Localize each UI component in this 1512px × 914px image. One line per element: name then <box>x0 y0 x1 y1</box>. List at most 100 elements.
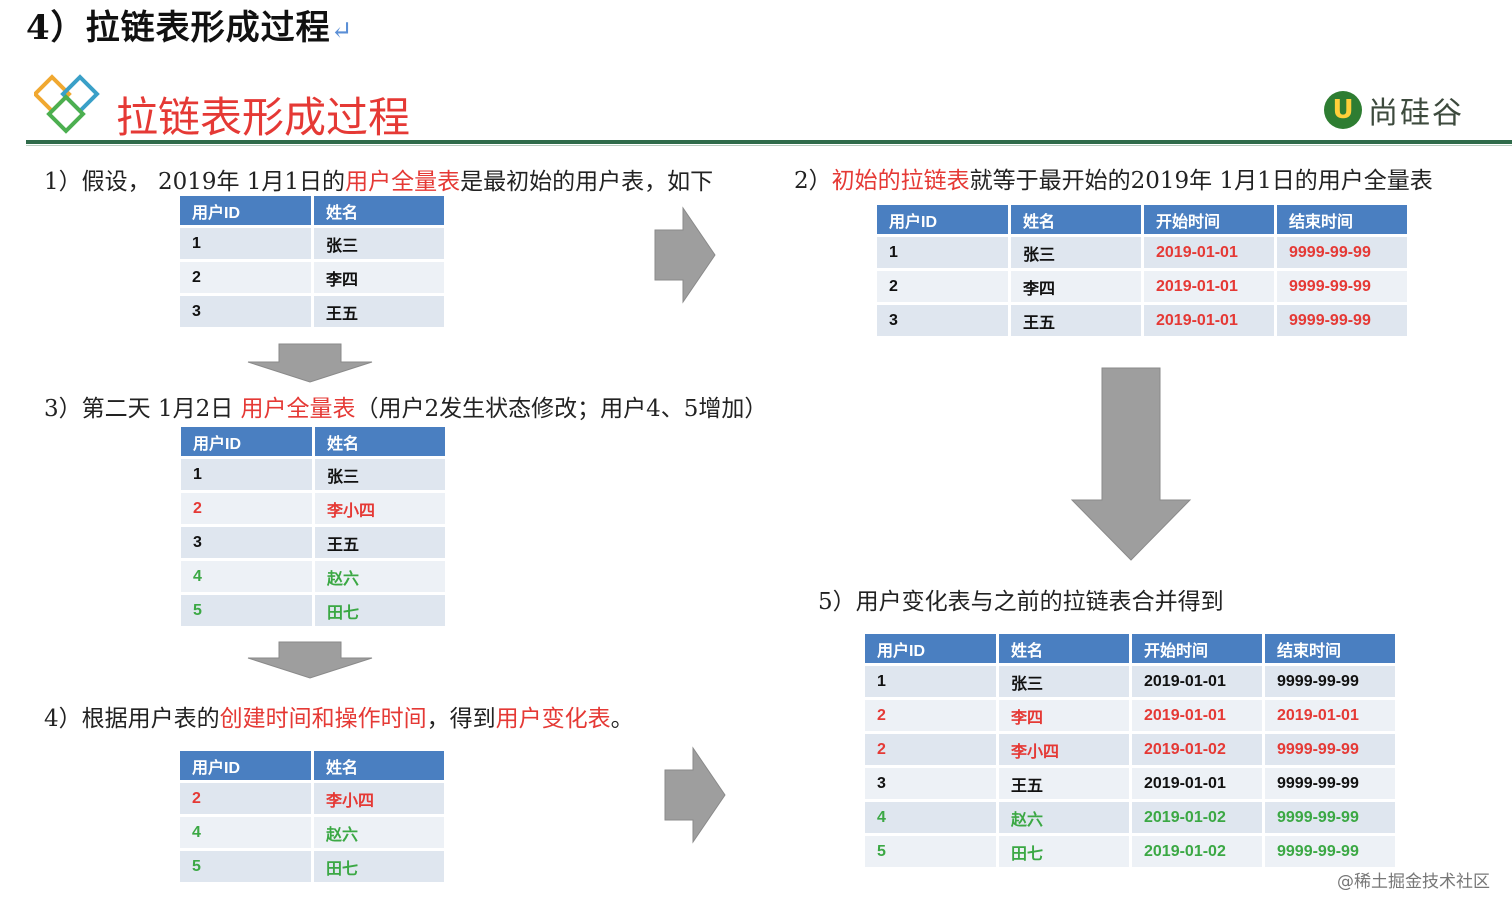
cell-id: 1 <box>181 459 312 490</box>
table2-header-start: 开始时间 <box>1144 205 1274 234</box>
table5-header-start: 开始时间 <box>1132 634 1262 663</box>
cell-name: 赵六 <box>314 817 444 848</box>
cell-name: 李小四 <box>999 734 1129 765</box>
cell-start: 2019-01-02 <box>1132 734 1262 765</box>
cell-name: 田七 <box>315 595 445 626</box>
step3-highlight: 用户全量表 <box>240 396 356 422</box>
cell-id: 2 <box>180 262 311 293</box>
cell-end: 9999-99-99 <box>1265 734 1395 765</box>
cell-name: 张三 <box>1011 237 1141 268</box>
cell-end: 2019-01-01 <box>1265 700 1395 731</box>
diamond-logo-icon <box>34 74 100 134</box>
cell-name: 王五 <box>1011 305 1141 336</box>
cell-id: 3 <box>865 768 996 799</box>
cell-start: 2019-01-01 <box>1144 305 1274 336</box>
table3-header-id: 用户ID <box>181 427 312 456</box>
cell-end: 9999-99-99 <box>1265 836 1395 867</box>
table5-header-name: 姓名 <box>999 634 1129 663</box>
cell-start: 2019-01-01 <box>1132 768 1262 799</box>
table5-header-end: 结束时间 <box>1265 634 1395 663</box>
cell-name: 王五 <box>314 296 444 327</box>
step3-suffix: （用户2发生状态修改；用户4、5增加） <box>355 396 768 422</box>
arrow-down-icon <box>247 641 373 679</box>
cell-id: 2 <box>865 700 996 731</box>
cell-id: 4 <box>180 817 311 848</box>
cell-id: 2 <box>180 783 311 814</box>
cell-id: 3 <box>877 305 1008 336</box>
cell-name: 张三 <box>315 459 445 490</box>
slide-title: 拉链表形成过程 <box>116 93 411 142</box>
step2-caption: 2）初始的拉链表就等于最开始的2019年 1月1日的用户全量表 <box>794 161 1433 195</box>
step1-caption: 1）假设， 2019年 1月1日的用户全量表是最初始的用户表，如下 <box>44 162 713 196</box>
cell-name: 王五 <box>315 527 445 558</box>
step3-caption: 3）第二天 1月2日 用户全量表（用户2发生状态修改；用户4、5增加） <box>44 389 767 423</box>
step3-prefix: 3）第二天 1月2日 <box>44 396 241 422</box>
cell-name: 田七 <box>314 851 444 882</box>
cell-name: 张三 <box>314 228 444 259</box>
cell-name: 李四 <box>314 262 444 293</box>
brand-logo-text: 尚硅谷 <box>1368 96 1464 131</box>
table4-header-id: 用户ID <box>180 751 311 780</box>
cell-name: 李四 <box>999 700 1129 731</box>
return-mark-icon: ↵ <box>330 16 354 46</box>
step4-highlight-time: 创建时间和操作时间 <box>219 706 427 732</box>
cell-id: 4 <box>865 802 996 833</box>
document-heading: 4）拉链表形成过程↵ <box>26 0 353 49</box>
cell-name: 李四 <box>1011 271 1141 302</box>
cell-name: 王五 <box>999 768 1129 799</box>
cell-id: 5 <box>180 851 311 882</box>
step4-prefix: 4）根据用户表的 <box>44 706 220 732</box>
cell-start: 2019-01-01 <box>1132 666 1262 697</box>
step2-suffix: 就等于最开始的2019年 1月1日的用户全量表 <box>969 168 1433 194</box>
table2-header-name: 姓名 <box>1011 205 1141 234</box>
brand-logo: U 尚硅谷 <box>1324 88 1464 132</box>
cell-id: 1 <box>865 666 996 697</box>
step2-prefix: 2） <box>794 168 832 194</box>
cell-name: 李小四 <box>315 493 445 524</box>
step2-highlight: 初始的拉链表 <box>831 168 970 194</box>
cell-end: 9999-99-99 <box>1265 768 1395 799</box>
cell-id: 4 <box>181 561 312 592</box>
cell-id: 1 <box>180 228 311 259</box>
table1-header-id: 用户ID <box>180 196 311 225</box>
cell-start: 2019-01-02 <box>1132 836 1262 867</box>
title-divider-thin <box>26 145 1512 146</box>
arrow-right-icon <box>654 206 716 304</box>
title-divider <box>26 140 1512 144</box>
cell-end: 9999-99-99 <box>1265 666 1395 697</box>
table2-header-id: 用户ID <box>877 205 1008 234</box>
step1-prefix: 1）假设， 2019年 1月1日的 <box>44 169 346 195</box>
step1-highlight: 用户全量表 <box>345 169 461 195</box>
cell-end: 9999-99-99 <box>1277 305 1407 336</box>
brand-logo-icon: U <box>1324 91 1362 129</box>
step4-caption: 4）根据用户表的创建时间和操作时间，得到用户变化表。 <box>44 699 634 733</box>
step4-middle: ，得到 <box>426 706 496 732</box>
table4-header-name: 姓名 <box>314 751 444 780</box>
cell-name: 赵六 <box>315 561 445 592</box>
arrow-down-icon <box>247 343 373 383</box>
cell-end: 9999-99-99 <box>1277 237 1407 268</box>
cell-name: 田七 <box>999 836 1129 867</box>
cell-start: 2019-01-02 <box>1132 802 1262 833</box>
cell-name: 李小四 <box>314 783 444 814</box>
cell-id: 5 <box>181 595 312 626</box>
cell-start: 2019-01-01 <box>1132 700 1262 731</box>
